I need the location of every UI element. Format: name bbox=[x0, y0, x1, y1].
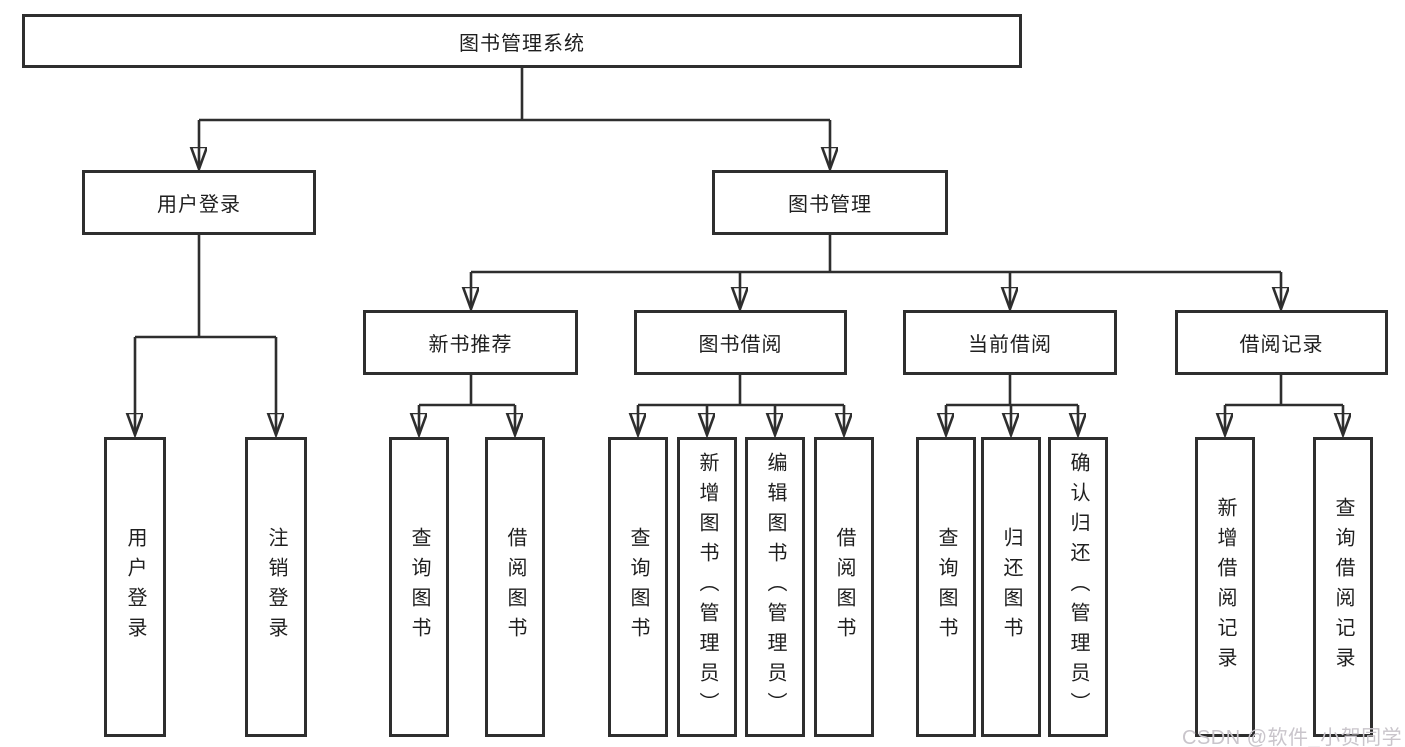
node-book-borrow: 图书借阅 bbox=[634, 310, 847, 375]
leaf-borrow-books-recommend: 借阅图书 bbox=[485, 437, 545, 737]
leaf-add-books-admin: 新增图书（管理员） bbox=[677, 437, 737, 737]
node-new-book-recommend: 新书推荐 bbox=[363, 310, 578, 375]
leaf-return-books: 归还图书 bbox=[981, 437, 1041, 737]
node-root-library-system: 图书管理系统 bbox=[22, 14, 1022, 68]
node-user-login: 用户登录 bbox=[82, 170, 316, 235]
leaf-add-borrow-record: 新增借阅记录 bbox=[1195, 437, 1255, 737]
leaf-confirm-return-admin: 确认归还（管理员） bbox=[1048, 437, 1108, 737]
leaf-logout: 注销登录 bbox=[245, 437, 307, 737]
node-borrow-records: 借阅记录 bbox=[1175, 310, 1388, 375]
leaf-query-borrow-record: 查询借阅记录 bbox=[1313, 437, 1373, 737]
leaf-user-login: 用户登录 bbox=[104, 437, 166, 737]
node-current-borrow: 当前借阅 bbox=[903, 310, 1117, 375]
leaf-query-books-borrow: 查询图书 bbox=[608, 437, 668, 737]
leaf-borrow-books: 借阅图书 bbox=[814, 437, 874, 737]
leaf-edit-books-admin: 编辑图书（管理员） bbox=[745, 437, 805, 737]
csdn-watermark: CSDN @软件_小贺同学 bbox=[1182, 727, 1403, 747]
leaf-query-books-current: 查询图书 bbox=[916, 437, 976, 737]
node-book-management: 图书管理 bbox=[712, 170, 948, 235]
leaf-query-books-recommend: 查询图书 bbox=[389, 437, 449, 737]
